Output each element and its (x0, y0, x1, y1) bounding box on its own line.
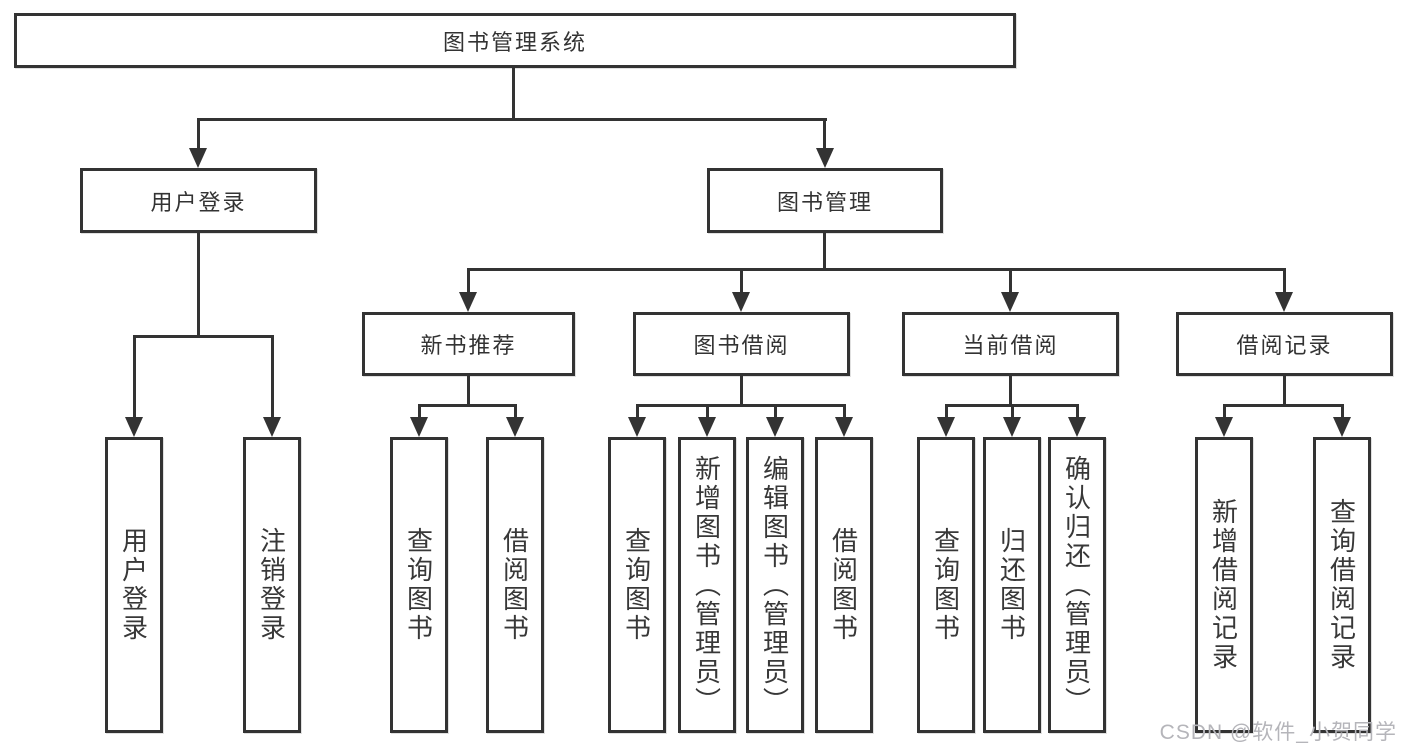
connector-line (706, 404, 709, 419)
arrow-down-icon (628, 417, 646, 437)
connector-line (636, 404, 846, 407)
leaf-edit-books-admin: 编辑图书（管理员） (746, 437, 804, 733)
arrow-down-icon (732, 292, 750, 312)
arrow-down-icon (766, 417, 784, 437)
arrow-down-icon (937, 417, 955, 437)
connector-line (1223, 404, 1226, 419)
arrow-down-icon (189, 148, 207, 168)
leaf-query-books-current: 查询图书 (917, 437, 975, 733)
connector-line (636, 404, 639, 419)
arrow-down-icon (459, 292, 477, 312)
connector-line (512, 68, 515, 118)
leaf-user-login: 用户登录 (105, 437, 163, 733)
node-label: 编辑图书（管理员） (759, 454, 790, 716)
node-new-book-recommendation: 新书推荐 (362, 312, 575, 376)
connector-line (197, 118, 827, 121)
connector-line (133, 335, 136, 419)
leaf-query-books-recommend: 查询图书 (390, 437, 448, 733)
connector-line (1223, 404, 1344, 407)
leaf-add-books-admin: 新增图书（管理员） (678, 437, 736, 733)
arrow-down-icon (1003, 417, 1021, 437)
node-label: 查询图书 (621, 527, 652, 643)
node-user-login: 用户登录 (80, 168, 317, 233)
connector-line (514, 404, 517, 419)
arrow-down-icon (410, 417, 428, 437)
node-borrowing-records: 借阅记录 (1176, 312, 1393, 376)
leaf-query-books-borrowing: 查询图书 (608, 437, 666, 733)
arrow-down-icon (1068, 417, 1086, 437)
arrow-down-icon (698, 417, 716, 437)
connector-line (1011, 404, 1014, 419)
connector-line (1076, 404, 1079, 419)
node-label: 用户登录 (150, 189, 247, 215)
connector-line (1009, 376, 1012, 404)
node-label: 新增借阅记录 (1208, 498, 1239, 672)
node-label: 查询图书 (930, 527, 961, 643)
connector-line (945, 404, 948, 419)
connector-line (467, 376, 470, 404)
leaf-borrow-books-recommend: 借阅图书 (486, 437, 544, 733)
node-label: 查询借阅记录 (1326, 498, 1357, 672)
node-label: 查询图书 (403, 527, 434, 643)
connector-line (1009, 268, 1012, 294)
leaf-confirm-return-admin: 确认归还（管理员） (1048, 437, 1106, 733)
arrow-down-icon (1333, 417, 1351, 437)
connector-line (197, 118, 200, 150)
node-label: 确认归还（管理员） (1061, 454, 1092, 716)
node-label: 借阅记录 (1236, 333, 1333, 358)
node-label: 新书推荐 (420, 333, 517, 358)
node-label: 借阅图书 (828, 527, 859, 643)
node-label: 归还图书 (996, 527, 1027, 643)
connector-line (467, 268, 1285, 271)
connector-line (197, 233, 200, 335)
node-label: 新增图书（管理员） (691, 454, 722, 716)
leaf-borrow-books: 借阅图书 (815, 437, 873, 733)
arrow-down-icon (835, 417, 853, 437)
connector-line (823, 233, 826, 268)
node-label: 图书借阅 (693, 333, 790, 358)
connector-line (1283, 376, 1286, 404)
node-root-book-management-system: 图书管理系统 (14, 13, 1016, 68)
connector-line (843, 404, 846, 419)
node-book-borrowing: 图书借阅 (633, 312, 850, 376)
leaf-return-books: 归还图书 (983, 437, 1041, 733)
connector-line (774, 404, 777, 419)
connector-line (418, 404, 517, 407)
leaf-add-borrow-record: 新增借阅记录 (1195, 437, 1253, 733)
csdn-watermark: CSDN @软件_小贺同学 (1159, 721, 1397, 744)
node-label: 当前借阅 (962, 333, 1059, 358)
arrow-down-icon (1275, 292, 1293, 312)
arrow-down-icon (816, 148, 834, 168)
connector-line (740, 376, 743, 404)
arrow-down-icon (1001, 292, 1019, 312)
node-book-management: 图书管理 (707, 168, 943, 233)
arrow-down-icon (1215, 417, 1233, 437)
leaf-logout: 注销登录 (243, 437, 301, 733)
connector-line (1283, 268, 1286, 294)
node-label: 用户登录 (118, 527, 149, 643)
connector-line (467, 268, 470, 294)
connector-line (1341, 404, 1344, 419)
connector-line (823, 118, 826, 150)
node-label: 图书管理 (776, 189, 873, 215)
node-label: 图书管理系统 (442, 29, 587, 55)
node-label: 借阅图书 (499, 527, 530, 643)
connector-line (133, 335, 274, 338)
node-current-borrowing: 当前借阅 (902, 312, 1119, 376)
arrow-down-icon (263, 417, 281, 437)
connector-line (271, 335, 274, 419)
arrow-down-icon (125, 417, 143, 437)
connector-line (418, 404, 421, 419)
arrow-down-icon (506, 417, 524, 437)
node-label: 注销登录 (256, 527, 287, 643)
connector-line (740, 268, 743, 294)
leaf-query-borrow-record: 查询借阅记录 (1313, 437, 1371, 733)
